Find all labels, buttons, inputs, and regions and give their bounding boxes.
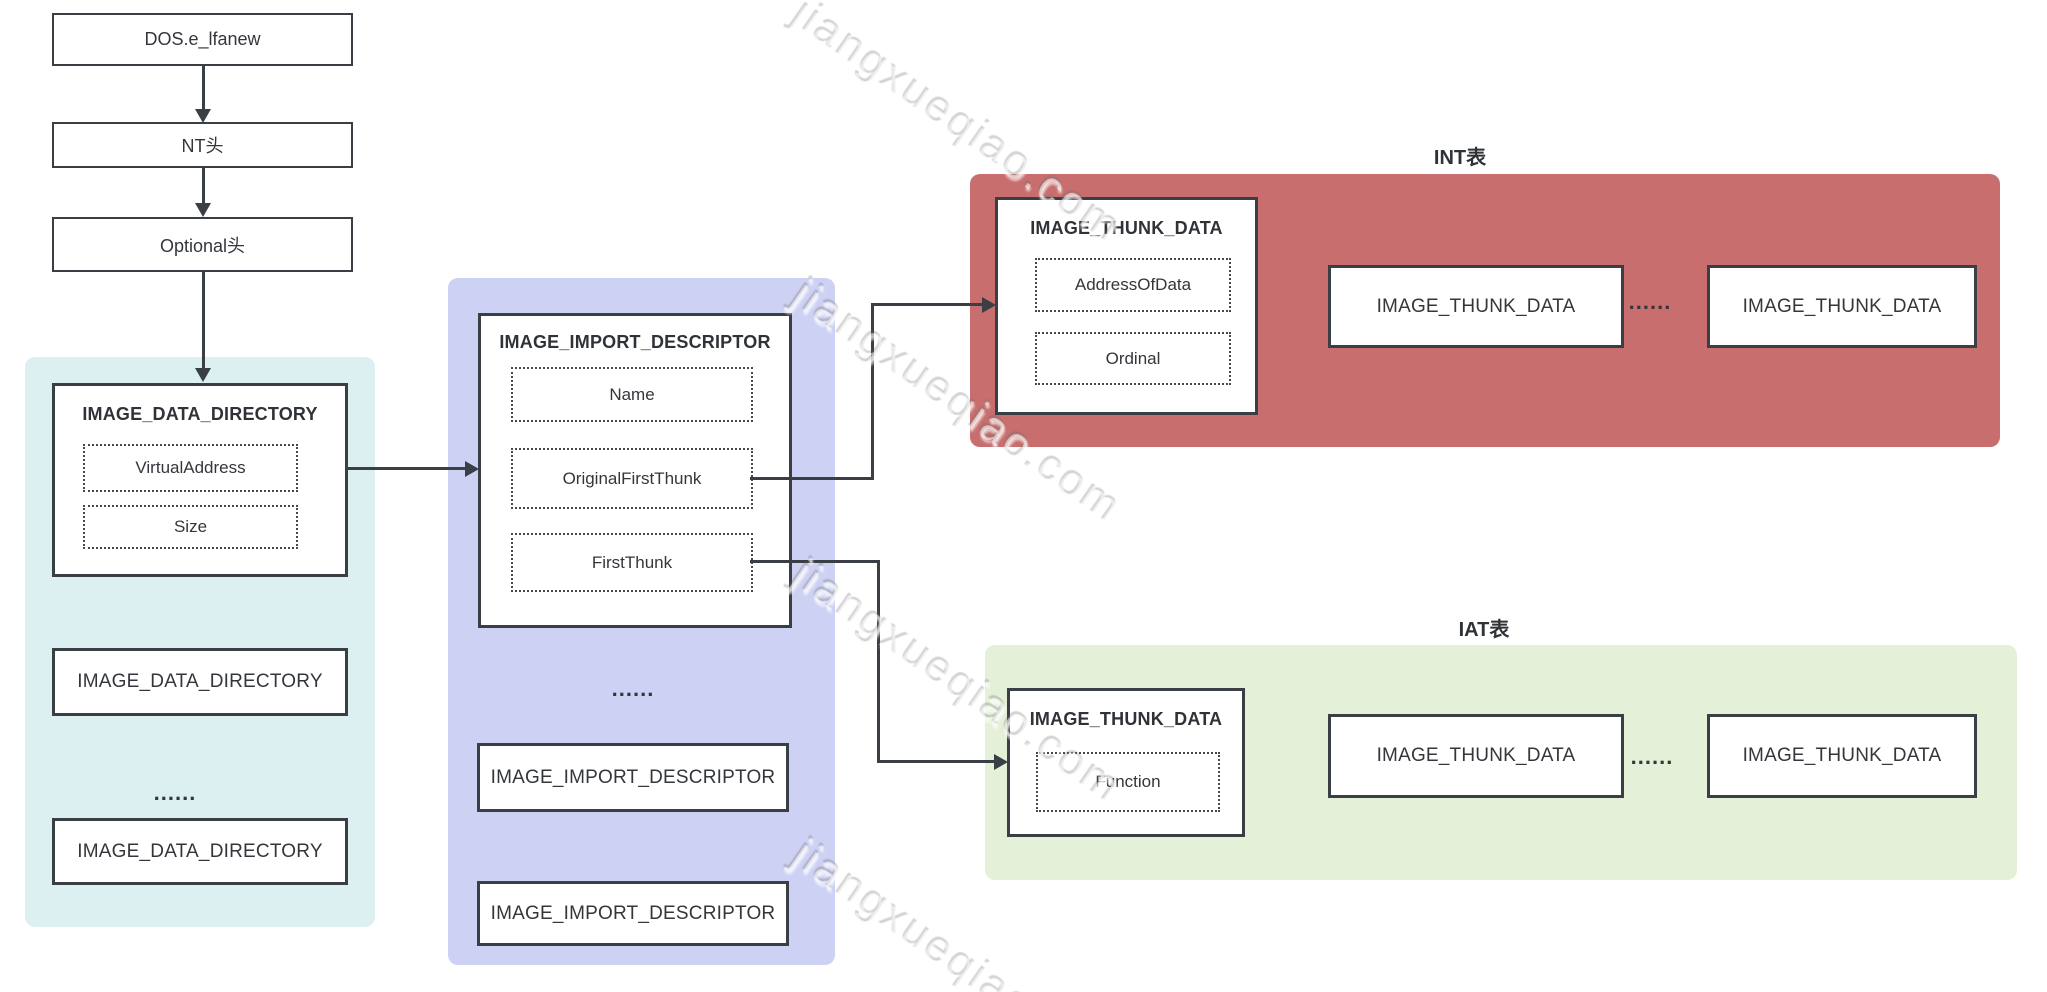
image-data-directory-row: IMAGE_DATA_DIRECTORY	[52, 648, 348, 716]
iat-table-label: IAT表	[1458, 619, 1510, 641]
connector-oft-to-int-line	[750, 477, 873, 480]
int-table-label: INT表	[1433, 147, 1487, 169]
optional-header-box: Optional头	[52, 217, 353, 272]
int-image-thunk-data-row: IMAGE_THUNK_DATA	[1707, 265, 1977, 348]
ellipsis-dots: ......	[153, 780, 197, 805]
connector-oft-to-int-line	[871, 303, 983, 306]
arrow-down-icon	[195, 203, 211, 217]
iat-image-thunk-data-row: IMAGE_THUNK_DATA	[1328, 714, 1624, 798]
field-virtualaddress: VirtualAddress	[83, 444, 298, 492]
arrow-optional-to-datadir-line	[202, 272, 205, 369]
arrow-right-icon	[465, 461, 479, 477]
ellipsis-dots: ......	[1628, 289, 1672, 314]
connector-datadir-to-descriptor-line	[348, 467, 466, 470]
field-size: Size	[83, 505, 298, 549]
iat-image-thunk-data-row: IMAGE_THUNK_DATA	[1707, 714, 1977, 798]
ellipsis-dots: ......	[611, 676, 655, 701]
field-function: Function	[1036, 752, 1220, 812]
struct-title: IMAGE_THUNK_DATA	[1030, 218, 1223, 238]
arrow-dos-to-nt-line	[202, 66, 205, 111]
arrow-right-icon	[982, 297, 996, 313]
arrow-right-icon	[994, 754, 1008, 770]
field-ordinal: Ordinal	[1035, 332, 1231, 385]
nt-header-box: NT头	[52, 122, 353, 168]
connector-oft-to-int-line	[871, 305, 874, 480]
image-import-descriptor-struct: IMAGE_IMPORT_DESCRIPTOR Name OriginalFir…	[478, 313, 792, 628]
field-addressofdata: AddressOfData	[1035, 258, 1231, 312]
iat-image-thunk-data-struct: IMAGE_THUNK_DATA Function	[1007, 688, 1245, 837]
struct-title: IMAGE_IMPORT_DESCRIPTOR	[499, 332, 771, 352]
image-import-descriptor-row: IMAGE_IMPORT_DESCRIPTOR	[477, 881, 789, 946]
arrow-nt-to-optional-line	[202, 168, 205, 205]
field-originalfirstthunk: OriginalFirstThunk	[511, 448, 753, 509]
image-data-directory-struct: IMAGE_DATA_DIRECTORY VirtualAddress Size	[52, 383, 348, 577]
int-image-thunk-data-struct: IMAGE_THUNK_DATA AddressOfData Ordinal	[995, 197, 1258, 415]
connector-ft-to-iat-line	[750, 560, 880, 563]
connector-ft-to-iat-line	[877, 560, 880, 763]
ellipsis-dots: ......	[1630, 744, 1674, 769]
image-data-directory-row: IMAGE_DATA_DIRECTORY	[52, 818, 348, 885]
arrow-down-icon	[195, 109, 211, 123]
field-name: Name	[511, 367, 753, 422]
dos-elfanew-box: DOS.e_lfanew	[52, 13, 353, 66]
struct-title: IMAGE_DATA_DIRECTORY	[82, 404, 318, 424]
connector-ft-to-iat-line	[877, 760, 995, 763]
arrow-down-icon	[195, 368, 211, 382]
struct-title: IMAGE_THUNK_DATA	[1029, 709, 1223, 729]
image-import-descriptor-row: IMAGE_IMPORT_DESCRIPTOR	[477, 743, 789, 812]
int-image-thunk-data-row: IMAGE_THUNK_DATA	[1328, 265, 1624, 348]
field-firstthunk: FirstThunk	[511, 533, 753, 592]
